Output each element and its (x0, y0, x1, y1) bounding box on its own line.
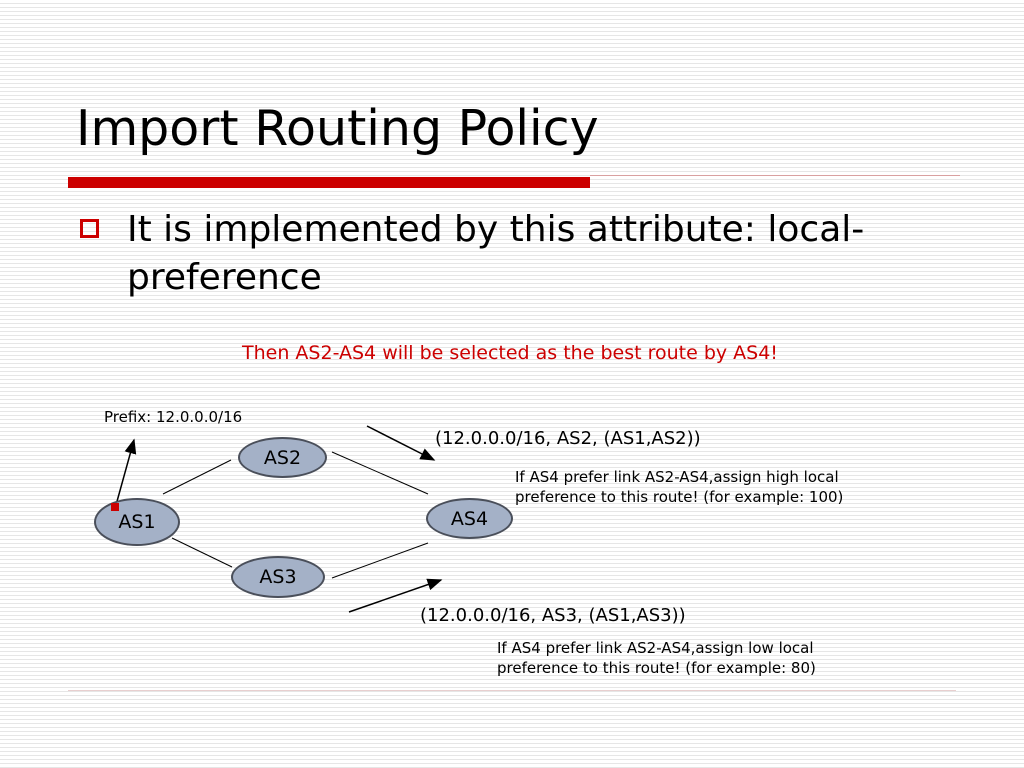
node-as1: AS1 (94, 498, 180, 546)
note-low-pref-line2: preference to this route! (for example: … (497, 659, 816, 677)
prefix-arrow (115, 438, 137, 506)
note-low-pref-line1: If AS4 prefer link AS2-AS4,assign low lo… (497, 639, 814, 657)
title-underline-thin (590, 175, 960, 176)
link-as3-as4 (331, 542, 429, 579)
best-route-note: Then AS2-AS4 will be selected as the bes… (242, 342, 778, 364)
prefix-label: Prefix: 12.0.0.0/16 (104, 408, 243, 426)
note-high-pref-line1: If AS4 prefer link AS2-AS4,assign high l… (515, 468, 839, 486)
link-as1-as3 (171, 537, 233, 568)
node-as3: AS3 (231, 556, 325, 598)
route-arrow-as3 (348, 578, 443, 613)
route-arrow-as2 (366, 425, 436, 461)
bullet-text: It is implemented by this attribute: loc… (127, 209, 865, 298)
prefix-origin-marker (111, 503, 119, 511)
link-as1-as2 (162, 459, 232, 495)
route-advert-as3: (12.0.0.0/16, AS3, (AS1,AS3)) (420, 605, 686, 626)
node-as4: AS4 (426, 498, 513, 539)
slide-title: Import Routing Policy (76, 100, 599, 157)
bullet-square-icon (80, 219, 99, 238)
node-as2: AS2 (238, 437, 327, 478)
note-high-pref-line2: preference to this route! (for example: … (515, 488, 844, 506)
title-underline (68, 177, 590, 188)
link-as2-as4 (331, 451, 429, 495)
footer-rule (68, 690, 956, 691)
route-advert-as2: (12.0.0.0/16, AS2, (AS1,AS2)) (435, 428, 701, 449)
